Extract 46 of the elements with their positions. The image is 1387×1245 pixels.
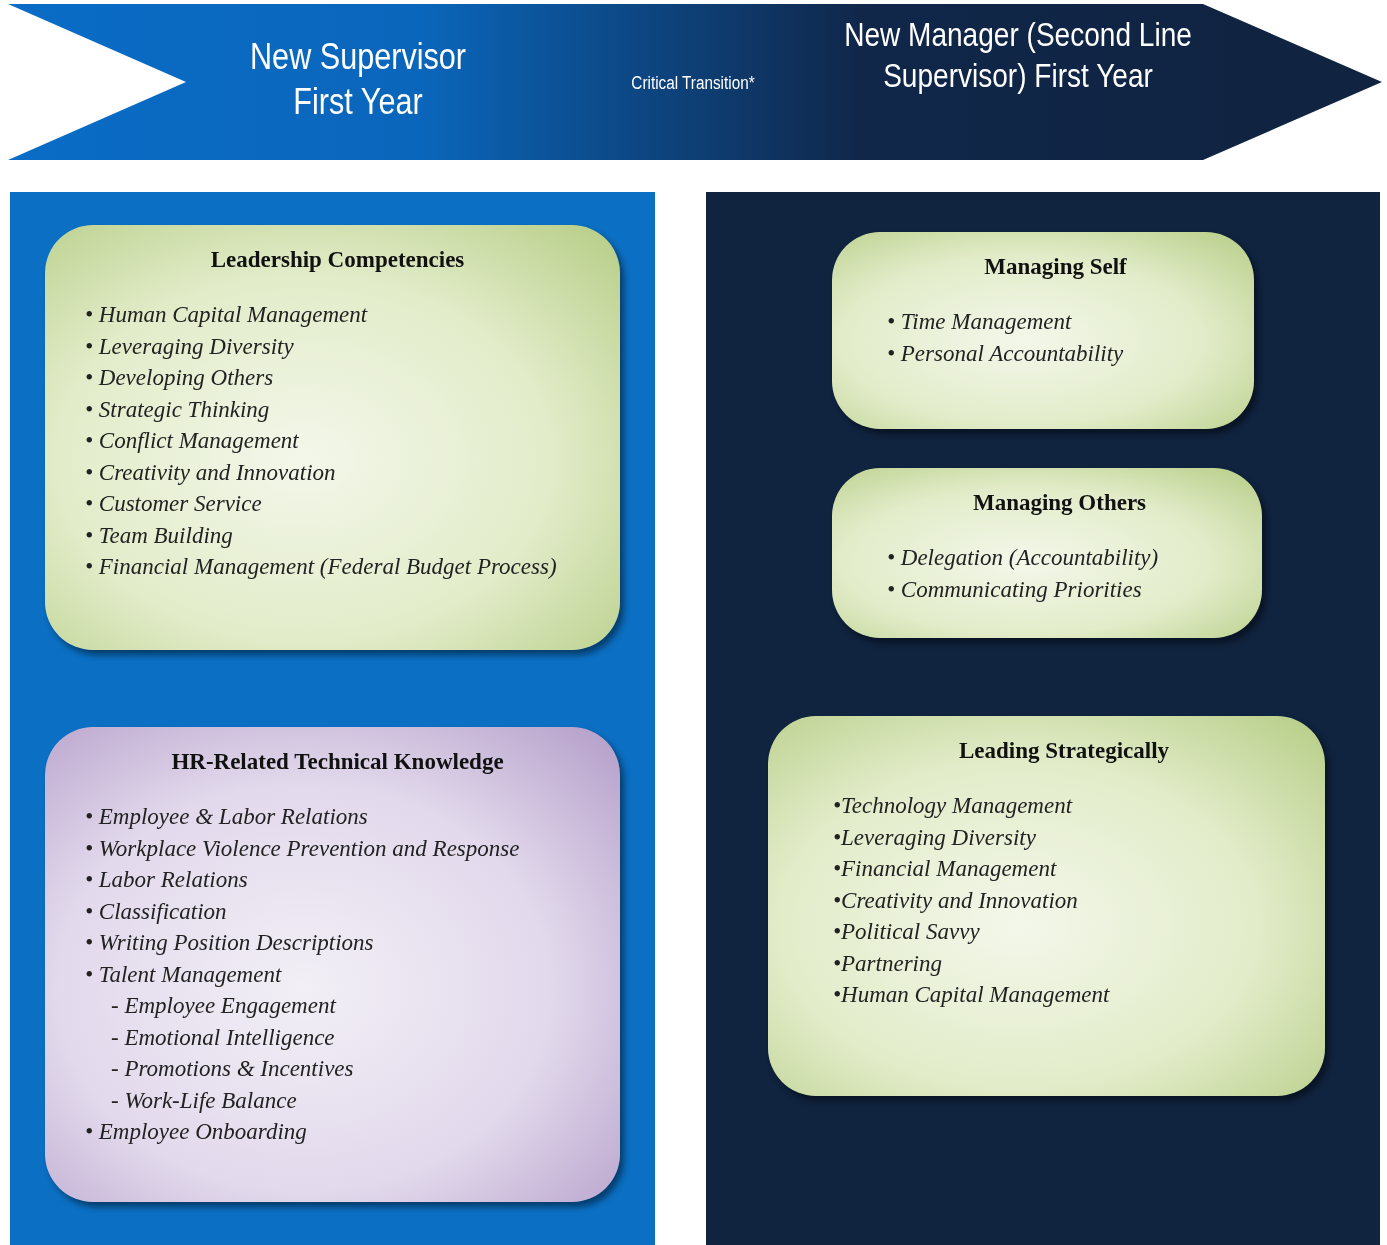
list-item: •Political Savvy bbox=[833, 918, 981, 946]
list-item: • Talent Management bbox=[85, 960, 283, 989]
list-item: • Customer Service bbox=[85, 490, 263, 518]
card-heading: Managing Others bbox=[971, 490, 1148, 516]
list-item: • Delegation (Accountability) bbox=[887, 544, 1160, 572]
list-item: • Time Management bbox=[887, 308, 1073, 336]
list-item: •Creativity and Innovation bbox=[833, 886, 1079, 915]
panel-background bbox=[706, 192, 1380, 1245]
list-item: • Human Capital Management bbox=[85, 301, 369, 329]
list-item: •Technology Management bbox=[833, 792, 1074, 820]
list-item: • Creativity and Innovation bbox=[85, 458, 337, 487]
list-item: • Labor Relations bbox=[85, 866, 249, 894]
list-item: • Leveraging Diversity bbox=[85, 332, 295, 361]
transition-label: Critical Transition* bbox=[630, 72, 756, 95]
rounded-card bbox=[832, 468, 1262, 638]
list-item: •Leveraging Diversity bbox=[833, 823, 1037, 852]
sub-list-item: - Employee Engagement bbox=[110, 992, 338, 1020]
card-heading: HR-Related Technical Knowledge bbox=[170, 749, 505, 775]
sub-list-item: - Work-Life Balance bbox=[110, 1086, 298, 1115]
list-item: • Employee Onboarding bbox=[85, 1118, 308, 1146]
list-item: • Strategic Thinking bbox=[85, 395, 271, 424]
stage-title: New Supervisor First Year bbox=[249, 35, 467, 124]
list-item: •Human Capital Management bbox=[833, 981, 1111, 1009]
list-item: • Conflict Management bbox=[85, 427, 300, 455]
list-item: • Writing Position Descriptions bbox=[85, 929, 375, 957]
panel-background bbox=[10, 192, 655, 1245]
list-item: • Workplace Violence Prevention and Response bbox=[85, 834, 521, 863]
rounded-card bbox=[45, 225, 620, 650]
list-item: •Financial Management bbox=[833, 855, 1058, 883]
stage-title: New Manager (Second Line Supervisor) First Year bbox=[843, 15, 1193, 97]
list-item: • Communicating Priorities bbox=[887, 575, 1143, 604]
card-heading: Leadership Competencies bbox=[209, 247, 466, 273]
rounded-card bbox=[45, 727, 620, 1202]
rounded-card bbox=[832, 232, 1254, 429]
rounded-card bbox=[768, 716, 1325, 1096]
card-heading: Managing Self bbox=[983, 254, 1128, 280]
list-item: • Employee & Labor Relations bbox=[85, 803, 369, 831]
card-heading: Leading Strategically bbox=[957, 738, 1171, 764]
sub-list-item: - Emotional Intelligence bbox=[110, 1023, 336, 1052]
list-item: • Developing Others bbox=[85, 364, 275, 392]
list-item: • Classification bbox=[85, 897, 228, 926]
list-item: • Financial Management (Federal Budget Process) bbox=[85, 553, 558, 581]
list-item: • Team Building bbox=[85, 521, 234, 550]
sub-list-item: - Promotions & Incentives bbox=[110, 1055, 355, 1083]
list-item: •Partnering bbox=[833, 949, 943, 978]
list-item: • Personal Accountability bbox=[887, 339, 1125, 368]
